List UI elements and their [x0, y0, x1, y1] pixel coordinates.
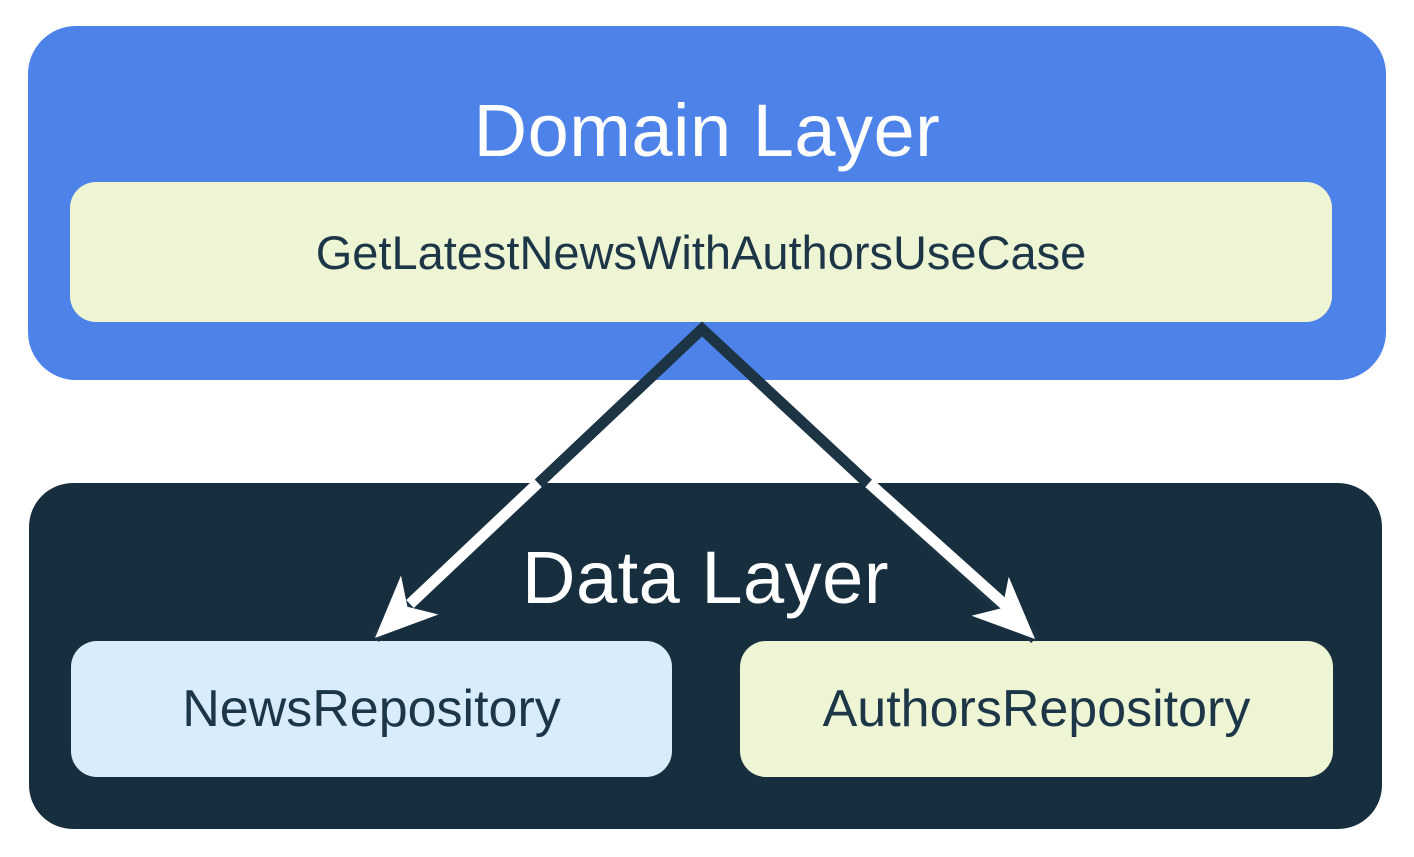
- domain-layer-container: Domain Layer GetLatestNewsWithAuthorsUse…: [28, 26, 1386, 380]
- authors-repository-node-label: AuthorsRepository: [822, 680, 1251, 738]
- domain-layer-title: Domain Layer: [473, 89, 941, 172]
- authors-repository-node: AuthorsRepository: [740, 641, 1333, 777]
- usecase-node: GetLatestNewsWithAuthorsUseCase: [70, 182, 1332, 322]
- usecase-node-label: GetLatestNewsWithAuthorsUseCase: [315, 225, 1087, 279]
- news-repository-node: NewsRepository: [71, 641, 672, 777]
- data-layer-container: Data Layer NewsRepository AuthorsReposit…: [29, 483, 1382, 829]
- news-repository-node-label: NewsRepository: [182, 680, 561, 738]
- data-layer-title: Data Layer: [522, 536, 889, 619]
